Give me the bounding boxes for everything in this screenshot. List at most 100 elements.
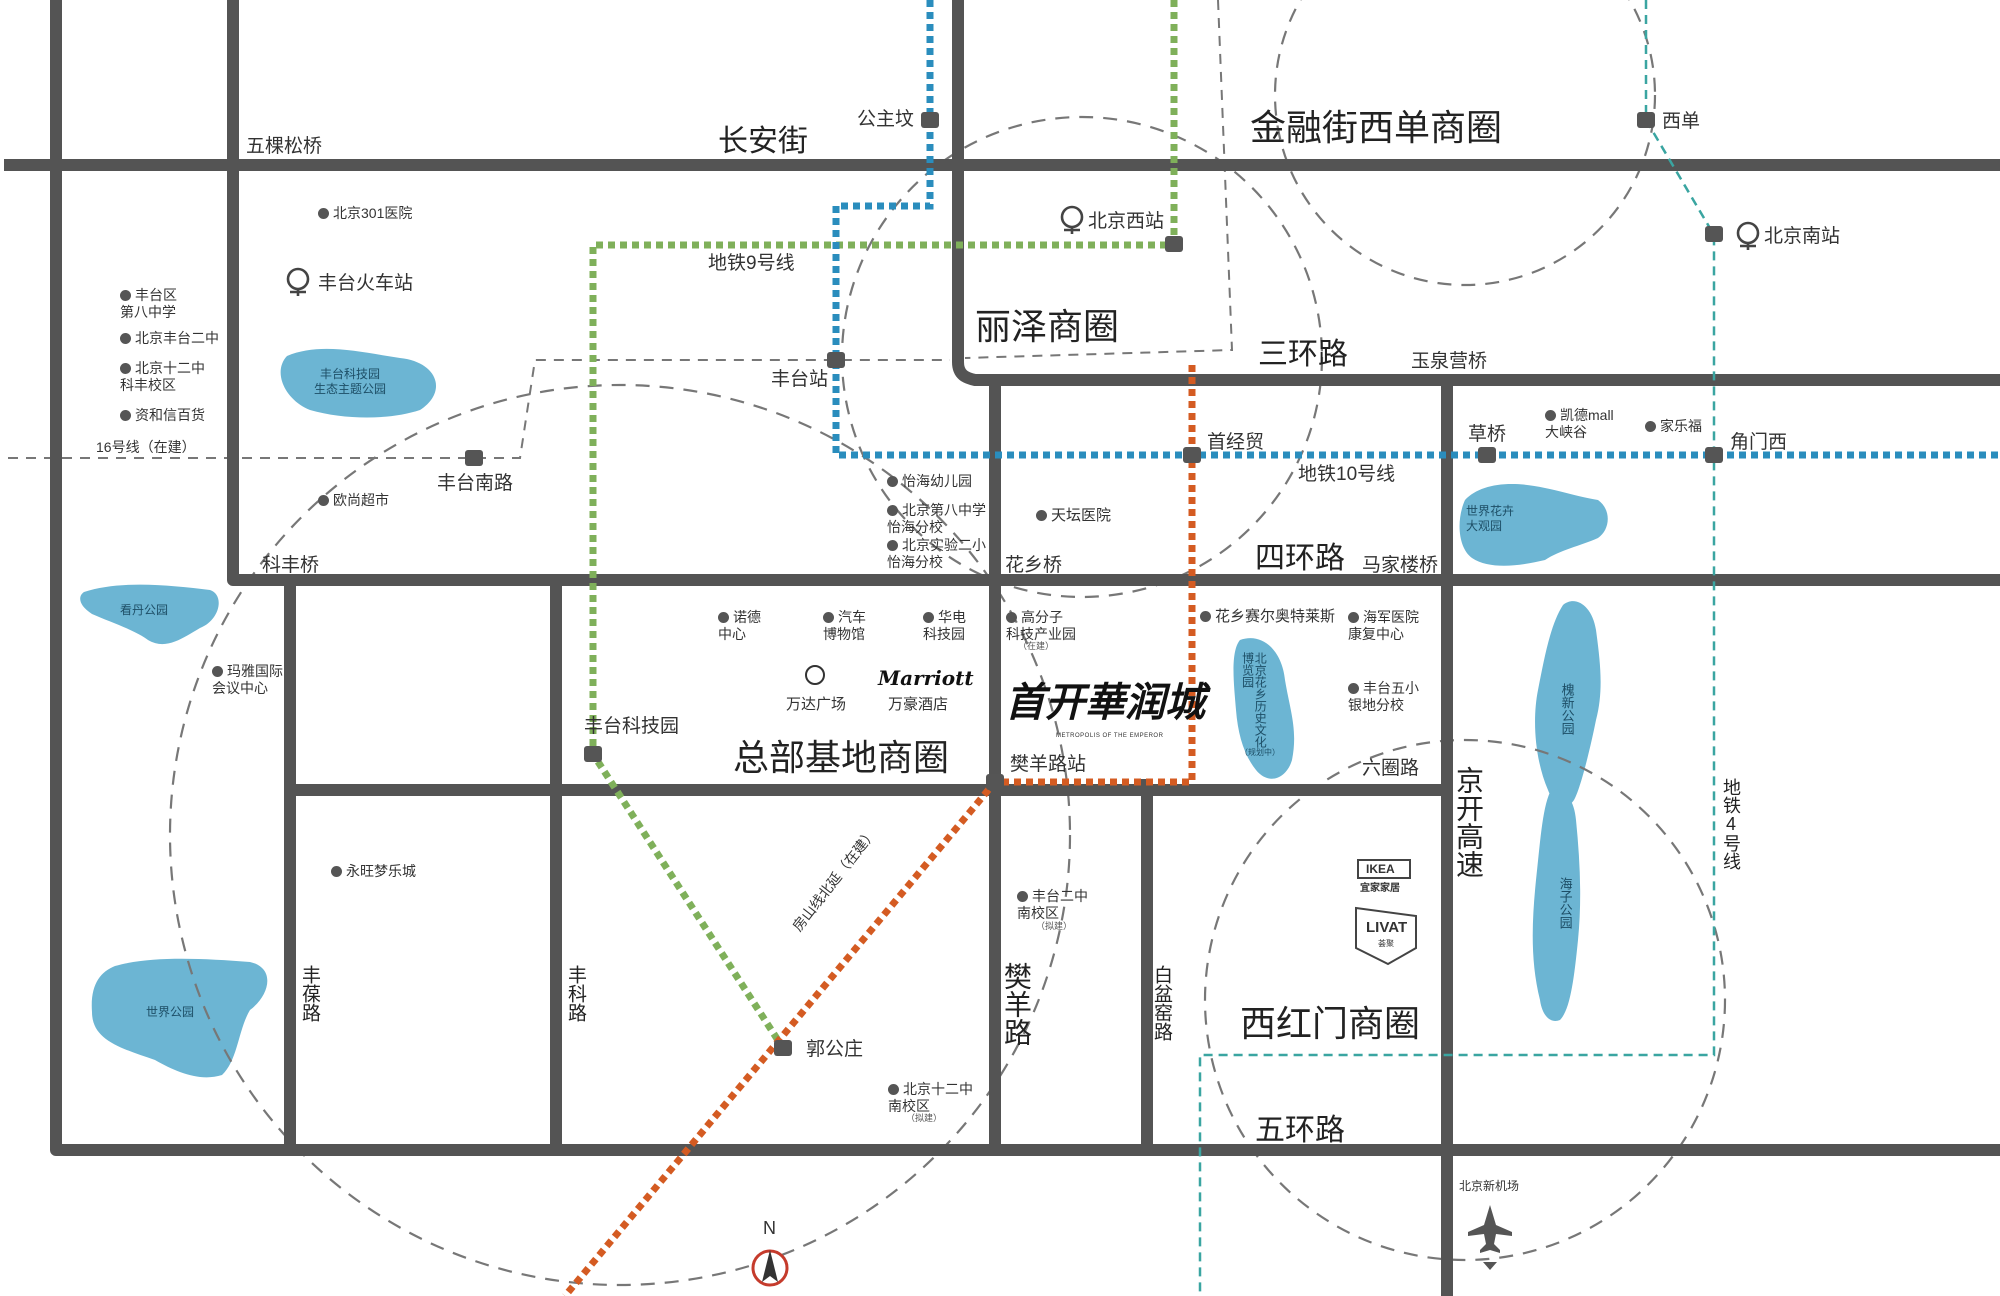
- park-huaixing-label: 槐新公园: [1559, 683, 1575, 735]
- road-label-liuquan: 六圈路: [1362, 758, 1420, 779]
- shopping-icon: [1645, 421, 1656, 432]
- ikea-text: IKEA: [1366, 862, 1395, 876]
- roads: [4, 0, 2000, 1296]
- road-south-grid: [284, 574, 1453, 1156]
- school-icon: [120, 333, 131, 344]
- livat-logo: [1355, 906, 1417, 966]
- bridge-huaxiang: 花乡桥: [1005, 555, 1063, 576]
- metro-label-line4: 地铁4号线: [1721, 778, 1741, 870]
- poi-kaide-mall: 凯德mall 大峡谷: [1545, 407, 1614, 441]
- poi-beijing12-nan-note: （拟建）: [906, 1113, 943, 1123]
- poi-nuode-label: 诺德 中心: [718, 609, 761, 642]
- road-label-changan: 长安街: [718, 125, 808, 158]
- project-logo-en: METROPOLIS OF THE EMPEROR: [1056, 733, 1164, 739]
- road-west-3rd-ring: [227, 0, 2000, 586]
- park-huaxiang-museum-note: （规划中）: [1240, 748, 1280, 757]
- school-icon: [120, 363, 131, 374]
- station-marker-caoqiao: [1478, 447, 1496, 463]
- poi-tiantan-hospital-label: 天坛医院: [1051, 507, 1112, 524]
- district-jinrong-xidan: 金融街西单商圈: [1250, 107, 1503, 148]
- poi-fengtai2zhong-nan-label: 丰台二中 南校区: [1017, 888, 1088, 921]
- park-shijie-huahui-shape: [1459, 484, 1608, 566]
- station-gongzhufen: 公主坟: [857, 109, 915, 130]
- station-beijing-south: 北京南站: [1764, 226, 1841, 247]
- poi-shiyan2xiao-label: 北京实验二小 怡海分校: [887, 537, 986, 570]
- road-3rd-ring: [952, 0, 2000, 386]
- school-icon: [888, 1084, 899, 1095]
- aux-lines: [8, 0, 1234, 459]
- poi-gaofenzi-label: 高分子 科技产业园: [1006, 609, 1076, 642]
- poi-fengtai-8zhong-label: 丰台区 第八中学: [120, 287, 177, 320]
- station-marker-fengtai: [827, 352, 845, 368]
- poi-oushang: 欧尚超市: [318, 492, 389, 509]
- bridge-majialou: 马家楼桥: [1362, 555, 1439, 576]
- poi-beijing12-nan: 北京十二中 南校区: [888, 1081, 973, 1115]
- park-huaxiang-museum-shape: [1233, 638, 1295, 779]
- school-icon: [1017, 891, 1028, 902]
- poi-beijing8-yihai: 北京第八中学 怡海分校: [887, 502, 986, 536]
- road-label-jingkai: 京开高速: [1453, 766, 1484, 878]
- metro-line4: [1198, 0, 1716, 1296]
- poi-maya: 玛雅国际 会议中心: [212, 663, 283, 697]
- shopping-icon: [318, 495, 329, 506]
- metro-label-line16: 16号线（在建）: [96, 439, 196, 455]
- park-shijie-shape: [91, 958, 268, 1078]
- poi-gaofenzi: 高分子 科技产业园: [1006, 609, 1076, 643]
- poi-outlets: 花乡赛尔奥特莱斯: [1200, 608, 1335, 626]
- park-haizi-shape: [1532, 789, 1581, 1021]
- poi-gaofenzi-note: （在建）: [1018, 641, 1055, 651]
- poi-beijing12-nan-label: 北京十二中 南校区: [888, 1081, 973, 1114]
- road-label-fengbao: 丰葆路: [299, 965, 320, 1022]
- poi-yihai-kindergarten: 怡海幼儿园: [887, 473, 972, 490]
- building-icon: [212, 666, 223, 677]
- station-xidan: 西单: [1662, 111, 1701, 132]
- poi-yongwang-label: 永旺梦乐城: [346, 863, 416, 879]
- park-shijie-label: 世界公园: [146, 1005, 195, 1019]
- school-icon: [120, 290, 131, 301]
- shopping-icon: [331, 866, 342, 877]
- poi-maya-label: 玛雅国际 会议中心: [212, 663, 283, 696]
- poi-oushang-label: 欧尚超市: [333, 492, 389, 508]
- park-fengtai-kejiyuan-shape: [280, 348, 437, 418]
- station-marker-fanyang: [986, 774, 1004, 790]
- museum-icon: [823, 612, 834, 623]
- poi-huadian-label: 华电 科技园: [923, 609, 966, 642]
- circle-xihongmen: [1203, 738, 1727, 1262]
- hospital-icon: [318, 208, 329, 219]
- ikea-logo: [1357, 859, 1411, 879]
- bridge-caoqiao: 草桥: [1468, 424, 1507, 445]
- school-icon: [887, 540, 898, 551]
- poi-jialefu-label: 家乐福: [1660, 418, 1702, 434]
- poi-marriott: 万豪酒店: [888, 696, 949, 713]
- park-shijie-huahui-label: 世界花卉 大观园: [1466, 504, 1515, 533]
- school-icon: [887, 505, 898, 516]
- park-kandan-label: 看丹公园: [120, 603, 169, 617]
- poi-zihexin-label: 资和信百货: [135, 407, 205, 423]
- station-marker-xidan: [1637, 112, 1655, 128]
- poi-beijing12-kefeng-label: 北京十二中 科丰校区: [120, 360, 205, 393]
- road-label-fanyang: 樊羊路: [1001, 962, 1032, 1046]
- station-marker-gongzhufen: [921, 112, 939, 128]
- airplane-icon: [1468, 1205, 1512, 1270]
- poi-beijing8-yihai-label: 北京第八中学 怡海分校: [887, 502, 986, 535]
- park-haizi-label: 海子公园: [1557, 877, 1573, 929]
- poi-yihai-kindergarten-label: 怡海幼儿园: [902, 473, 972, 489]
- aux-line-top: [964, 0, 1234, 359]
- station-fengtai-railway: 丰台火车站: [318, 273, 414, 294]
- park-kejiyuan-label: 丰台科技园 生态主题公园: [314, 367, 387, 396]
- station-marker-beijing-south: [1705, 226, 1723, 242]
- district-zongbu-jidi: 总部基地商圈: [733, 737, 950, 778]
- railway-icons: [286, 205, 1760, 296]
- livat-text: LIVAT: [1366, 919, 1408, 936]
- park-huaxiang-museum-label: 北京花乡历史文化博览园: [1240, 652, 1268, 748]
- poi-fengtai-8zhong: 丰台区 第八中学: [120, 287, 177, 321]
- district-lize: 丽泽商圈: [975, 306, 1120, 347]
- park-kandan-shape: [80, 584, 219, 645]
- bridge-wukesong: 五棵松桥: [246, 136, 323, 157]
- poi-fengtai-5xiao-label: 丰台五小 银地分校: [1348, 680, 1419, 713]
- compass-icon: [751, 1249, 789, 1287]
- road-label-4th-ring: 四环路: [1255, 542, 1345, 575]
- poi-fengtai-2zhong-label: 北京丰台二中: [135, 330, 219, 346]
